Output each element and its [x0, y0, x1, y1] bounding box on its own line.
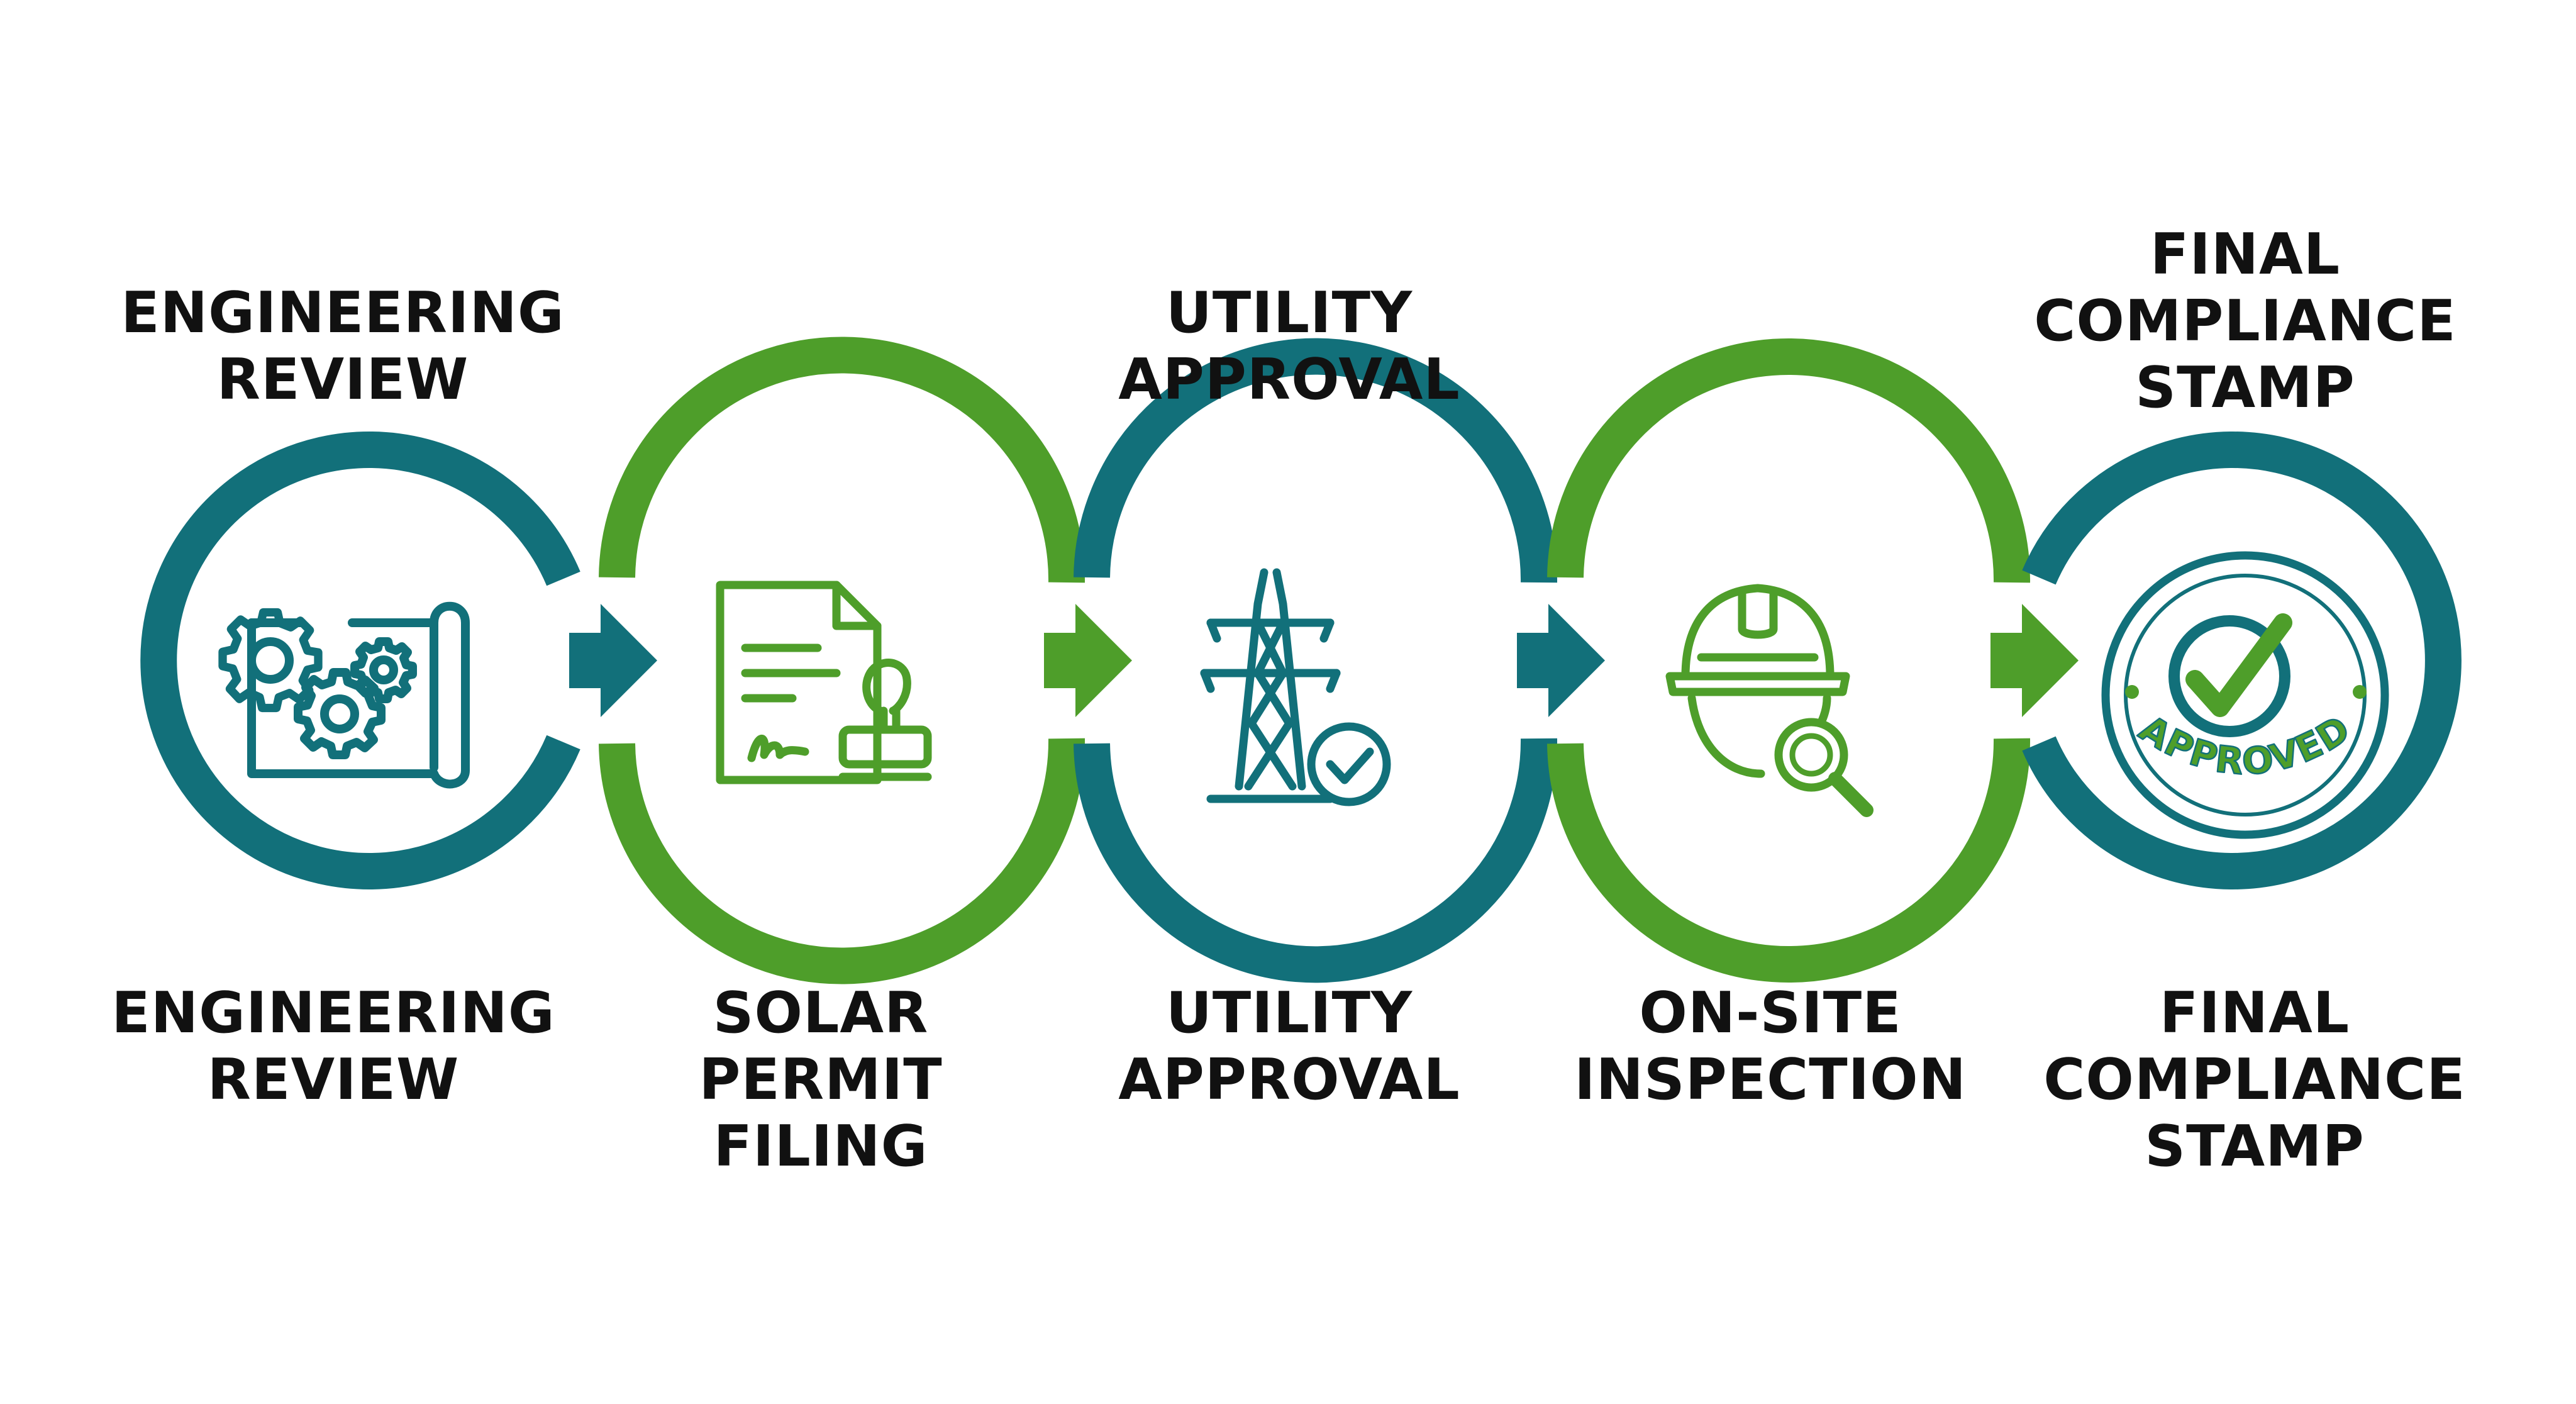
arrow-connector-4 [1990, 604, 2079, 717]
arrow-connector-2 [1044, 604, 1132, 717]
approved-seal-icon: APPROVED [2101, 551, 2389, 839]
gears-blueprint-icon [218, 601, 470, 789]
step-4-bottom-label: ON-SITE INSPECTION [1574, 980, 1967, 1113]
step-ring-4 [1547, 338, 2031, 983]
step-ring-3 [1074, 338, 1558, 983]
hardhat-magnifier-icon [1665, 584, 1874, 817]
step-3-bottom-label: UTILITY APPROVAL [1118, 980, 1460, 1113]
document-stamp-icon [716, 581, 932, 784]
step-2-bottom-label: SOLAR PERMIT FILING [699, 980, 943, 1179]
step-ring-5 [2022, 432, 2462, 889]
step-5-top-label: FINAL COMPLIANCE STAMP [2034, 221, 2457, 421]
step-1-top-label: ENGINEERING REVIEW [121, 280, 565, 413]
step-3-top-label: UTILITY APPROVAL [1118, 280, 1460, 413]
step-5-bottom-label: FINAL COMPLIANCE STAMP [2043, 980, 2466, 1179]
arrow-connector-1 [569, 604, 657, 717]
power-tower-check-icon [1200, 568, 1391, 806]
approved-seal-text: APPROVED [2132, 707, 2358, 784]
step-1-bottom-label: ENGINEERING REVIEW [111, 980, 555, 1113]
arrow-connector-3 [1517, 604, 1605, 717]
step-ring-2 [599, 337, 1085, 984]
step-ring-1 [140, 432, 580, 889]
